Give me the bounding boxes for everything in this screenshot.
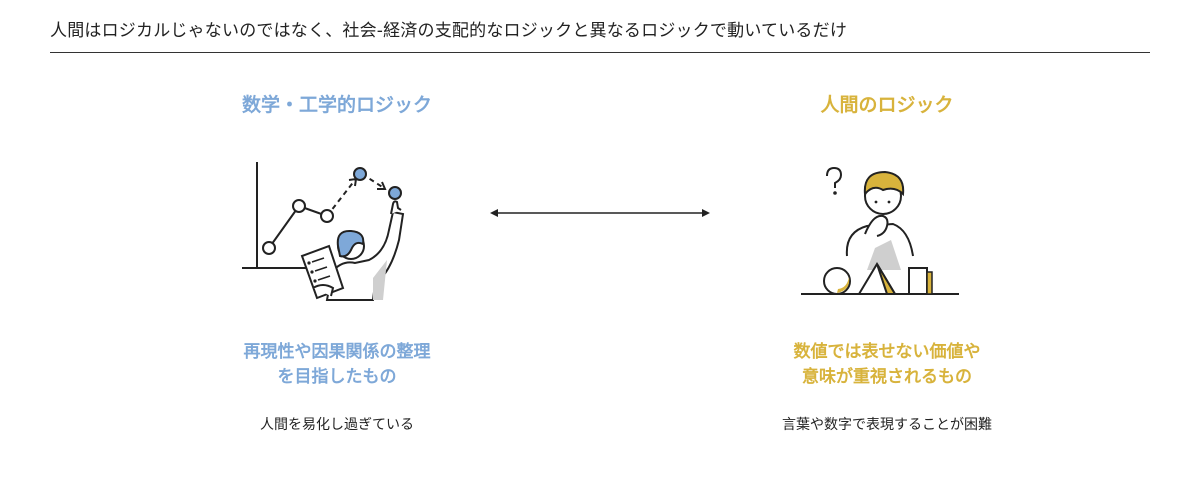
math-logic-sub-line1: 再現性や因果関係の整理 xyxy=(243,342,431,362)
title-divider xyxy=(50,52,1150,53)
human-logic-sub-line1: 数値では表せない価値や xyxy=(793,342,981,362)
math-logic-subheading: 再現性や因果関係の整理 を目指したもの xyxy=(137,340,537,390)
thinking-person-icon xyxy=(687,160,1087,310)
human-logic-note: 言葉や数字で表現することが困難 xyxy=(782,417,992,433)
analyst-with-chart-icon xyxy=(137,160,537,310)
human-logic-subheading: 数値では表せない価値や 意味が重視されるもの xyxy=(687,340,1087,390)
double-arrow-icon xyxy=(490,209,710,217)
math-logic-heading: 数学・工学的ロジック xyxy=(241,94,432,116)
math-logic-sub-line2: を目指したもの xyxy=(277,367,397,387)
math-logic-note: 人間を易化し過ぎている xyxy=(260,417,414,433)
human-logic-heading: 人間のロジック xyxy=(820,94,954,116)
page-title: 人間はロジカルじゃないのではなく、社会-経済の支配的なロジックと異なるロジックで… xyxy=(50,21,848,41)
human-logic-sub-line2: 意味が重視されるもの xyxy=(802,367,972,387)
